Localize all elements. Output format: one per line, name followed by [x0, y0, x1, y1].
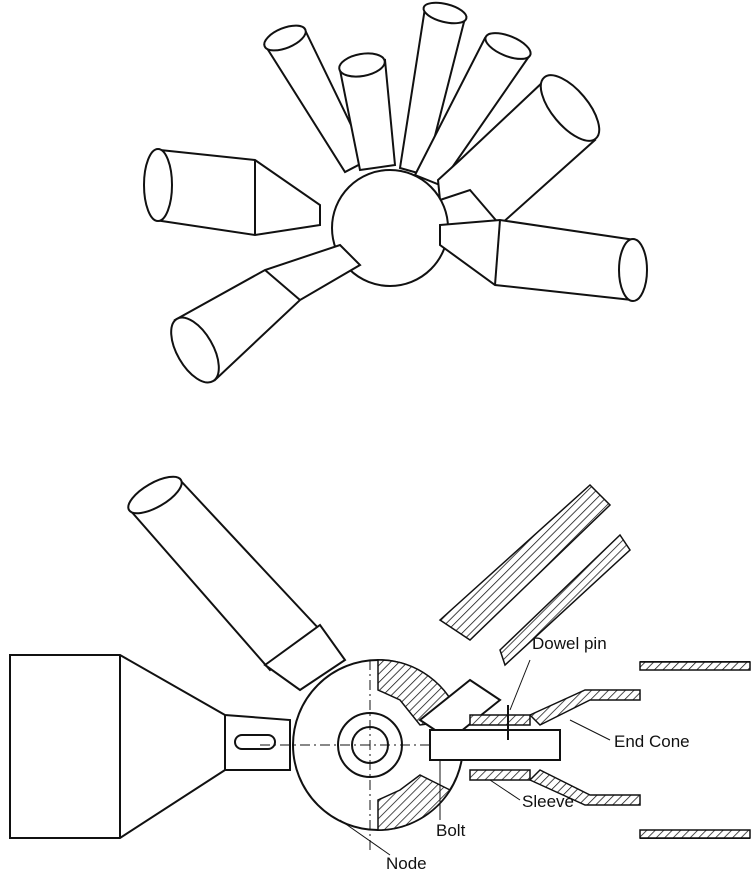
member-right-upper — [436, 74, 601, 227]
member-left-section — [9, 654, 291, 839]
member-top-left — [263, 24, 370, 174]
member-left — [143, 148, 321, 237]
member-right-lower — [439, 218, 648, 302]
node-connection-section — [9, 475, 751, 856]
bolt-sleeve-endcone — [429, 661, 751, 839]
member-center — [338, 52, 397, 172]
label-node: Node — [386, 854, 427, 873]
label-end-cone: End Cone — [614, 732, 690, 751]
member-upper-left-section — [127, 475, 347, 692]
node-hatch-lower — [377, 774, 452, 831]
label-bolt: Bolt — [436, 821, 466, 840]
member-diagonal-section — [418, 483, 631, 742]
member-top-right — [413, 32, 532, 187]
node-assembly-isometric — [143, 1, 648, 384]
label-sleeve: Sleeve — [522, 792, 574, 811]
member-bottom-left — [170, 243, 362, 384]
label-dowel-pin: Dowel pin — [532, 634, 607, 653]
